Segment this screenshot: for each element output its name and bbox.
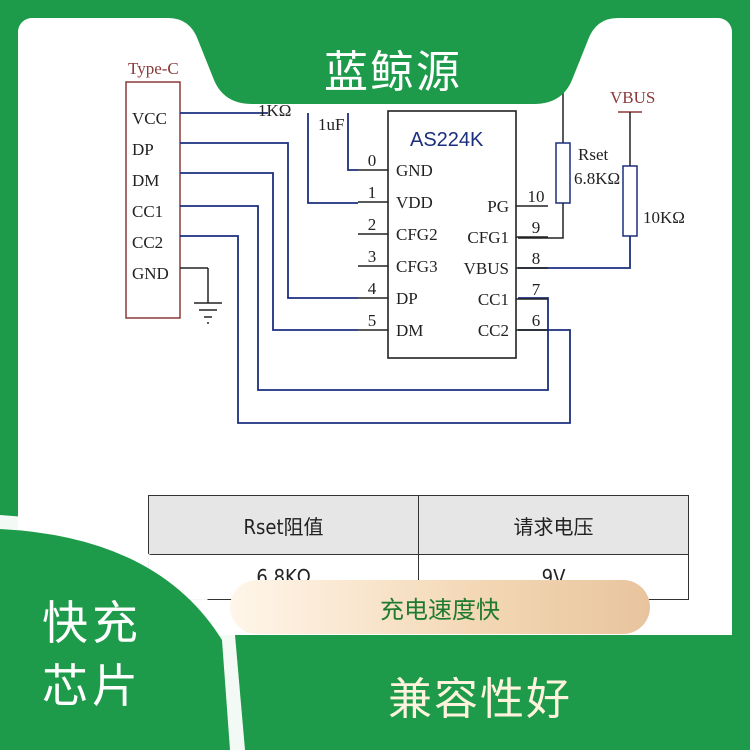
ic-pin-name: VDD [396, 193, 433, 212]
connector-pin-label: CC2 [132, 233, 163, 252]
ic-pin-name: CFG2 [396, 225, 438, 244]
vbus-label: VBUS [610, 88, 655, 107]
ic-pin-name: DP [396, 289, 418, 308]
ic-pin-number: 0 [368, 151, 377, 170]
chip-corner-badge: 快充 芯片 [0, 515, 245, 750]
ic-pin-number: 5 [368, 311, 377, 330]
ic-pin-number: 7 [532, 280, 541, 299]
connector-pin-label: GND [132, 264, 169, 283]
table-header-cell: 请求电压 [418, 495, 689, 555]
ic-left-pin: 4DP [358, 279, 418, 308]
compat-bar: 兼容性好 [220, 635, 750, 750]
ic-pin-number: 10 [528, 187, 545, 206]
ic-pin-number: 1 [368, 183, 377, 202]
speed-badge: 充电速度快 [230, 580, 650, 634]
ic-pin-number: 2 [368, 215, 377, 234]
wires [180, 112, 631, 424]
ground-symbol-connector [180, 267, 222, 324]
table-header-row: Rset阻值 请求电压 [148, 495, 689, 555]
ic-pin-name: PG [487, 197, 509, 216]
ic-pin-number: 6 [532, 311, 541, 330]
table-header-cell: Rset阻值 [148, 495, 419, 555]
compat-text: 兼容性好 [388, 674, 572, 725]
ic-pin-number: 3 [368, 247, 377, 266]
brand-tab: 蓝鲸源 [168, 18, 618, 118]
connector-pin-label: DM [132, 171, 159, 190]
ic-pin-number: 4 [368, 279, 377, 298]
brand-name: 蓝鲸源 [324, 47, 462, 98]
connector-pin-label: DP [132, 140, 154, 159]
ic-pin-name: DM [396, 321, 423, 340]
speed-badge-text: 充电速度快 [380, 596, 500, 624]
rset-value: 6.8KΩ [574, 169, 620, 188]
ic-pin-number: 9 [532, 218, 541, 237]
connector-label: Type-C [128, 59, 179, 78]
chip-label-line1: 快充 [42, 596, 142, 650]
ic-pin-name: GND [396, 161, 433, 180]
capacitor-label: 1uF [318, 115, 344, 134]
r10k-resistor [618, 111, 642, 237]
connector-pin-label: CC1 [132, 202, 163, 221]
ic-pin-name: CC1 [478, 290, 509, 309]
chip-label-line2: 芯片 [42, 659, 142, 713]
resistor-1k-label: 1KΩ [258, 101, 291, 120]
ic-name: AS224K [410, 129, 484, 151]
ic-left-pin: 5DM [358, 311, 423, 340]
r10k-label: 10KΩ [643, 208, 685, 227]
ic-pin-name: CFG3 [396, 257, 438, 276]
connector-box [125, 81, 181, 319]
rset-label: Rset [578, 145, 609, 164]
connector-pin-label: VCC [132, 109, 167, 128]
ic-pin-name: CFG1 [467, 228, 509, 247]
ic-pin-name: VBUS [464, 259, 509, 278]
ic-pin-number: 8 [532, 249, 541, 268]
ic-pin-name: CC2 [478, 321, 509, 340]
